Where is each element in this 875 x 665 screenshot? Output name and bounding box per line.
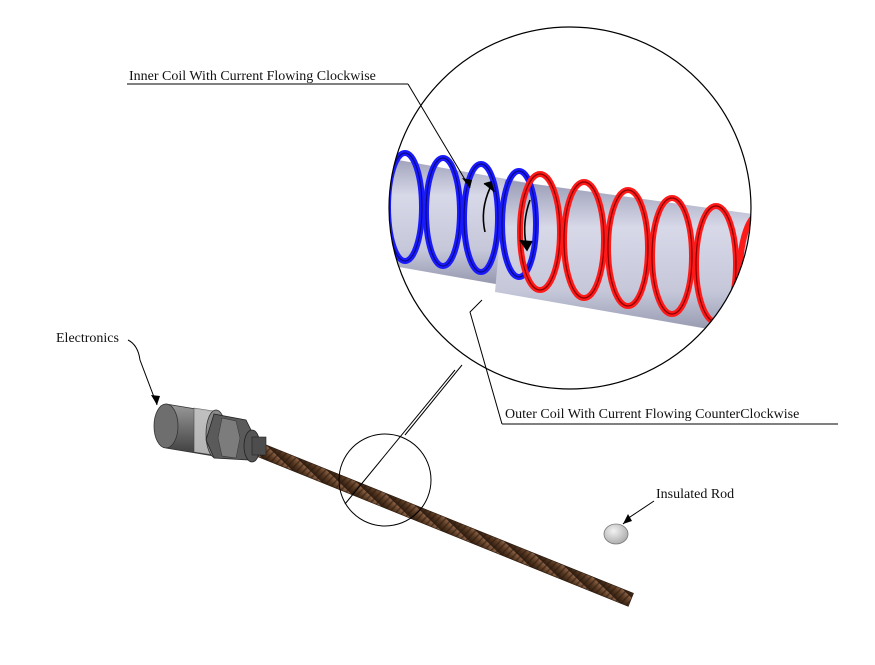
magnified-view [388, 26, 752, 390]
connector-line-left [344, 369, 456, 505]
leader-lines [127, 83, 838, 525]
current-direction-arrow-icon [482, 181, 533, 252]
inner-coil-label: Inner Coil With Current Flowing Clockwis… [129, 69, 376, 84]
detail-circle [338, 433, 432, 527]
electronics-housing [153, 403, 267, 463]
rod-tip [603, 523, 629, 545]
outer-coil-label: Outer Coil With Current Flowing CounterC… [505, 407, 800, 422]
inner-coil [389, 150, 539, 280]
electronics-label: Electronics [56, 331, 119, 346]
connector-line [404, 364, 463, 436]
threaded-rod [252, 441, 634, 607]
insulated-rod-label: Insulated Rod [656, 487, 735, 502]
leader-arrowheads [151, 178, 632, 524]
